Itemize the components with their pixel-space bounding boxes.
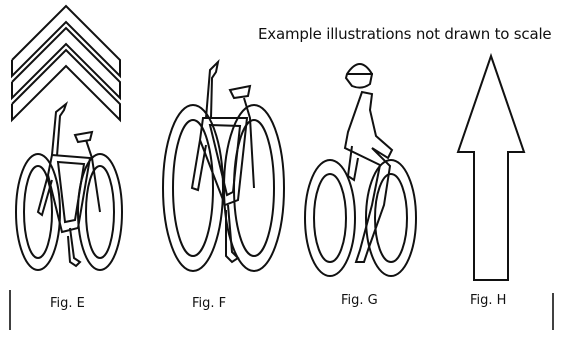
- chevron-icon: [11, 4, 121, 123]
- fig-h-caption: Fig. H: [470, 293, 507, 308]
- scale-note: Example illustrations not drawn to scale: [258, 25, 552, 43]
- fig-h-symbol: [456, 52, 526, 281]
- bicycle-icon: [162, 58, 285, 272]
- fig-e-caption: Fig. E: [50, 296, 85, 311]
- arrow-up-icon: [456, 52, 526, 281]
- bicyclist-icon: [304, 63, 417, 277]
- fig-e-symbol: [11, 4, 123, 271]
- fig-f-symbol: [162, 58, 285, 272]
- fig-g-symbol: [304, 63, 417, 277]
- fig-f-caption: Fig. F: [192, 296, 227, 311]
- bicycle-icon: [15, 101, 123, 271]
- fig-g-caption: Fig. G: [341, 293, 378, 308]
